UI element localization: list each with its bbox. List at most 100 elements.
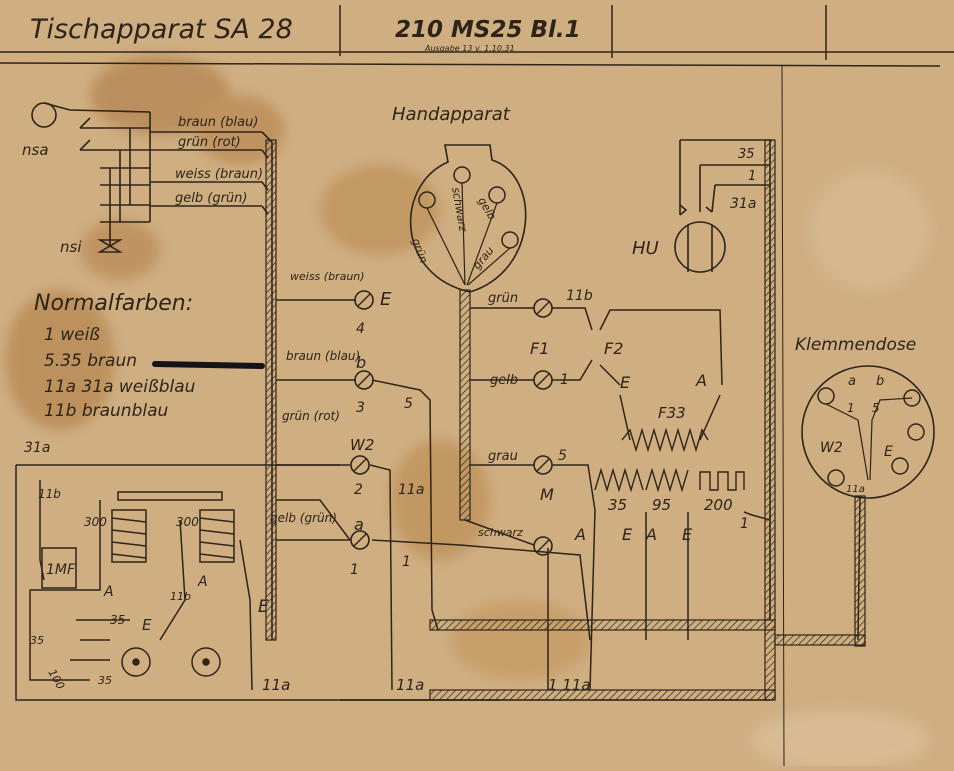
handset-terminal-gelb [533, 370, 553, 390]
terminal-b [354, 370, 374, 390]
terminal-name-E: E [380, 289, 392, 310]
kd-terminal-W2: W2 [820, 440, 843, 456]
terminal-box-title: Klemmendose [795, 335, 916, 355]
legend-line-4: 11b braunblau [44, 401, 169, 421]
resistor-F33 [621, 427, 709, 453]
ringer-label-A1: A [103, 584, 114, 600]
resistor-pin-5: 1 [740, 516, 749, 532]
title-block [0, 5, 954, 767]
kd-terminal-a: a [848, 374, 856, 389]
terminal-number-W2: 2 [354, 482, 363, 498]
label-E-switch: E [620, 373, 631, 392]
legend-title: Normalfarben: [34, 291, 193, 316]
resistor-95 [645, 467, 689, 493]
bottom-number-2: 11a [396, 676, 424, 694]
handset-terminal-grau [533, 455, 553, 475]
resistor-pin-2: E [622, 525, 633, 544]
cable-terminal-box [854, 495, 866, 647]
terminal-name-a: a [354, 515, 364, 534]
paper-stains [5, 55, 930, 770]
header-title: Tischapparat SA 28 [30, 14, 293, 45]
kd-terminal-1: 1 [847, 401, 855, 415]
terminal-a [350, 530, 370, 550]
ringer-label-E1: E [142, 616, 152, 634]
dial-wire-4: gelb (grün) [175, 191, 247, 206]
handset-terminals [533, 298, 553, 556]
cable-bottom-right [774, 634, 866, 646]
ht-color-gruen: grün [488, 291, 518, 306]
issue-note: Ausgabe 13 v. 1.10.31 [424, 44, 515, 53]
handset-wiring [464, 307, 771, 691]
cable-base [429, 689, 776, 701]
kd-terminal-b: b [876, 374, 884, 389]
resistor-200 [699, 471, 745, 491]
dial-label-nsa: nsa [22, 141, 49, 159]
hook-label-HU: HU [632, 238, 659, 259]
handset-terminal-schwarz [533, 536, 553, 556]
dial-wire-3: weiss (braun) [175, 167, 263, 182]
legend-line-1: 1 weiß [44, 325, 100, 345]
ringer-label-35b: 35 [30, 634, 44, 647]
label-A-switch: A [695, 371, 707, 390]
ht-color-gelb: gelb [490, 373, 518, 388]
ringer-label-35c: 35 [98, 674, 112, 687]
legend: Normalfarben: 1 weiß 5.35 braun 11a 31a … [34, 291, 265, 421]
dial-wire-2: grün (rot) [178, 135, 241, 150]
resistor-pin-4: E [682, 525, 693, 544]
terminal-color-a: gelb (grün) [270, 511, 337, 525]
hook-label-35: 35 [738, 147, 755, 162]
terminal-color-b: braun (blau) [286, 349, 360, 363]
terminal-wiring [276, 299, 591, 691]
cable-bottom [429, 619, 776, 631]
legend-line-3: 11a 31a weißblau [44, 377, 196, 397]
hook-label-31a: 31a [730, 196, 756, 212]
hook-label-1: 1 [748, 169, 756, 184]
label-F1: F1 [530, 339, 549, 358]
label-M: M [540, 485, 554, 504]
handset-title: Handapparat [392, 104, 511, 125]
terminal-E [354, 290, 374, 310]
ht-number-grau: 5 [558, 448, 567, 464]
wire-number-w2: 11a [398, 482, 424, 498]
terminal-color-E: weiss (braun) [290, 270, 365, 283]
terminal-number-E: 4 [356, 321, 365, 337]
bottom-number-3: 1 11a [548, 676, 591, 694]
wire-number-a: 1 [402, 554, 411, 570]
resistor-label-35: 35 [608, 496, 627, 514]
label-F33: F33 [658, 404, 686, 422]
ringer-label-E2: E [258, 597, 269, 617]
legend-line-2: 5.35 braun [44, 351, 137, 371]
terminals [350, 290, 374, 550]
ht-color-schwarz: schwarz [478, 526, 523, 539]
terminal-number-b: 3 [356, 400, 365, 416]
cable-right [764, 139, 776, 701]
resistor-label-200: 200 [704, 496, 733, 514]
ringer-label-300b: 300 [176, 515, 199, 529]
handset-terminal-gruen [533, 298, 553, 318]
label-F2: F2 [604, 339, 623, 358]
ringer-label-1MF: 1MF [46, 562, 76, 578]
ringer-label-31a: 31a [24, 440, 50, 456]
bottom-number-1: 11a [262, 676, 290, 694]
ringer-label-11b-2: 11b [170, 590, 191, 603]
dial-wire-1: braun (blau) [178, 115, 258, 130]
resistor-35 [594, 467, 644, 493]
ringer-label-A2: A [197, 574, 208, 590]
wire-number-b: 5 [404, 396, 413, 412]
cable-left [265, 139, 277, 641]
terminal-name-W2: W2 [350, 436, 374, 454]
ringer-label-300a: 300 [84, 515, 107, 529]
dial-label-nsi: nsi [60, 238, 82, 256]
terminal-number-a: 1 [350, 562, 359, 578]
resistor-pin-3: A [645, 525, 657, 544]
ringer-label-35a: 35 [110, 613, 125, 627]
ht-color-grau: grau [488, 449, 518, 464]
ht-number-gelb: 1 [560, 372, 569, 388]
kd-terminal-5: 5 [872, 401, 880, 415]
resistor-label-95: 95 [652, 496, 671, 514]
ht-number-gruen: 11b [566, 288, 593, 304]
terminal-W2 [350, 455, 370, 475]
drawing-number: 210 MS25 Bl.1 [395, 17, 581, 43]
